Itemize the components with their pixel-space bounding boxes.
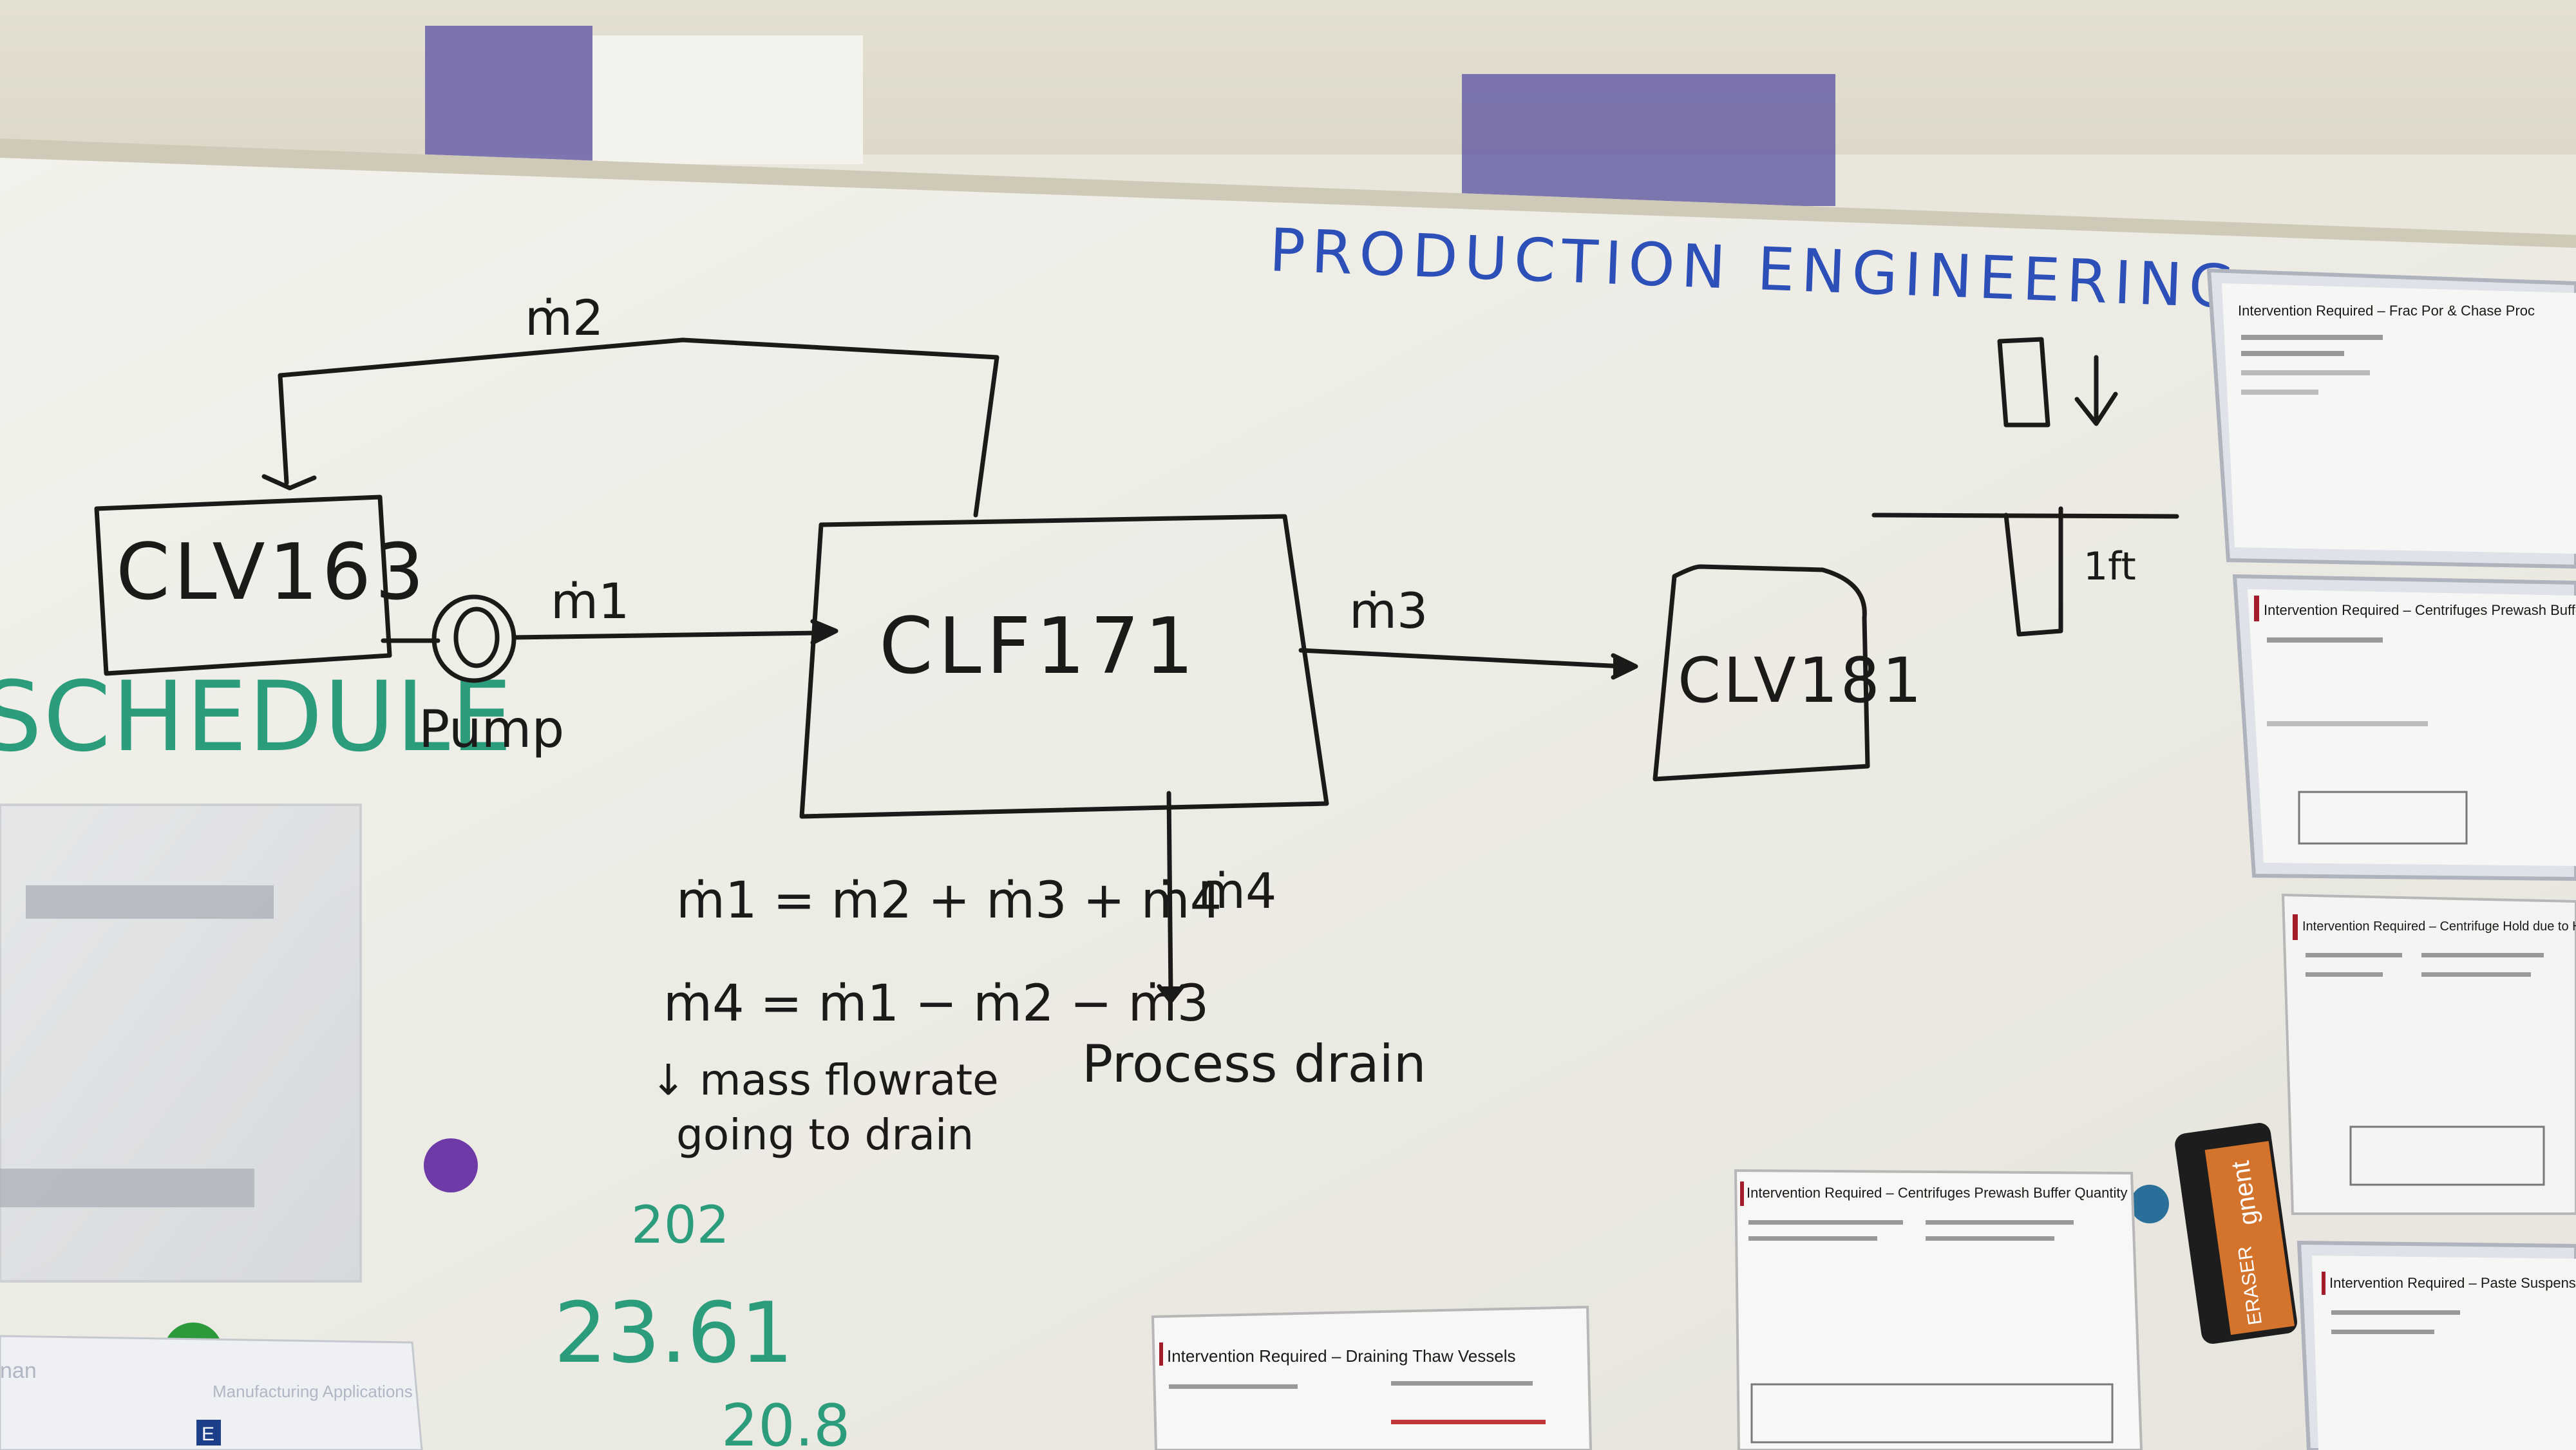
note-mass-flowrate: ↓ mass flowrate [650,1055,999,1105]
wall-patch-white [592,35,863,164]
sketch-ground-line [1871,513,2179,519]
wall-patch-purple-right [1462,74,1835,206]
sketch-pit [2003,506,2063,637]
bottom-left-card: nan Manufacturing Applications E [0,1335,423,1450]
number-23-61: 23.61 [554,1284,793,1382]
whiteboard-top-rail [0,138,2576,248]
plastic-sleeve-left [0,804,362,1283]
doc-title-draining: Intervention Required – Draining Thaw Ve… [1167,1346,1516,1366]
doc-title-prewash: Intervention Required – Centrifuges Prew… [2264,602,2576,618]
label-flow-m2: ṁ2 [525,289,603,346]
diagram-labels: ṁ2 CLV163 ṁ1 Pump CLF171 ṁ3 CLV181 ṁ4 Pr… [116,289,2136,1094]
line-drain [1166,791,1173,997]
equation-drain-flow: ṁ4 = ṁ1 − ṁ2 − ṁ3 [663,975,1209,1033]
document-prewash-buffer: Intervention Required – Centrifuges Prew… [2232,574,2576,881]
whiteboard-surface [0,138,2576,1450]
inlet-arrowhead [810,619,838,645]
outlet-arrowhead [1611,653,1638,680]
label-flow-m3: ṁ3 [1349,582,1428,639]
green-numbers: 202 23.61 20.8 [554,1195,850,1450]
doc-title-paste: Intervention Required – Paste Suspension… [2329,1275,2576,1291]
equation-mass-balance: ṁ1 = ṁ2 + ṁ3 + ṁ4 [676,872,1222,930]
doc-title-frac: Intervention Required – Frac Por & Chase… [2238,303,2535,319]
sketch-block [1997,337,2050,428]
card-badge: E [202,1424,214,1445]
magnet-blue [2130,1185,2169,1223]
number-202: 202 [631,1195,730,1255]
label-tank-clv163: CLV163 [116,528,428,617]
label-pump: Pump [419,699,564,759]
pump-inner [453,607,500,668]
recycle-line-m2 [278,337,999,518]
note-going-to-drain: going to drain [676,1110,974,1160]
recycle-arrowhead [261,474,317,491]
document-centrifuge-hold: Intervention Required – Centrifuge Hold … [2281,893,2576,1215]
equations: ṁ1 = ṁ2 + ṁ3 + ṁ4 ṁ4 = ṁ1 − ṁ2 − ṁ3 ↓ ma… [650,872,1222,1160]
line-pump-to-filter [511,630,824,640]
doc-title-centrifuge-hold: Intervention Required – Centrifuge Hold … [2302,919,2576,934]
tank-clv181-outline [1653,564,1870,782]
document-frac-por: Intervention Required – Frac Por & Chase… [2206,268,2576,569]
card-text: Manufacturing Applications [213,1382,413,1401]
document-paste-suspension: Intervention Required – Paste Suspension… [2297,1240,2576,1450]
label-tank-clv181: CLV181 [1678,645,1924,717]
wall-patch-purple-left [425,26,592,161]
tank-clv163-outline [94,494,392,676]
label-flow-m4: ṁ4 [1198,862,1276,919]
label-sketch-1ft: 1ft [2083,544,2136,589]
sketch-down-arrow [2074,355,2118,426]
document-draining-thaw-vessels: Intervention Required – Draining Thaw Ve… [1151,1305,1593,1450]
sleeve-strip-top [26,885,274,919]
card-corner-text: nan [0,1359,37,1383]
document-prewash-quantity: Intervention Required – Centrifuges Prew… [1734,1169,2143,1450]
magnet-purple [424,1138,478,1192]
label-filter-clf171: CLF171 [879,602,1199,692]
label-flow-m1: ṁ1 [551,572,629,630]
label-process-drain: Process drain [1082,1034,1426,1094]
schedule-text: SCHEDULE [0,661,513,773]
drain-arrowhead [1157,984,1185,1004]
doc-title-prewash-quantity: Intervention Required – Centrifuges Prew… [1747,1185,2127,1201]
filter-box-clf171 [799,514,1329,819]
number-20-8: 20.8 [721,1392,850,1450]
wall [0,0,2576,155]
eraser[interactable]: gnent ERASER [2174,1122,2298,1346]
line-filter-to-tank [1298,648,1625,669]
sleeve-strip-bottom [0,1169,254,1207]
process-diagram [94,337,2179,1004]
